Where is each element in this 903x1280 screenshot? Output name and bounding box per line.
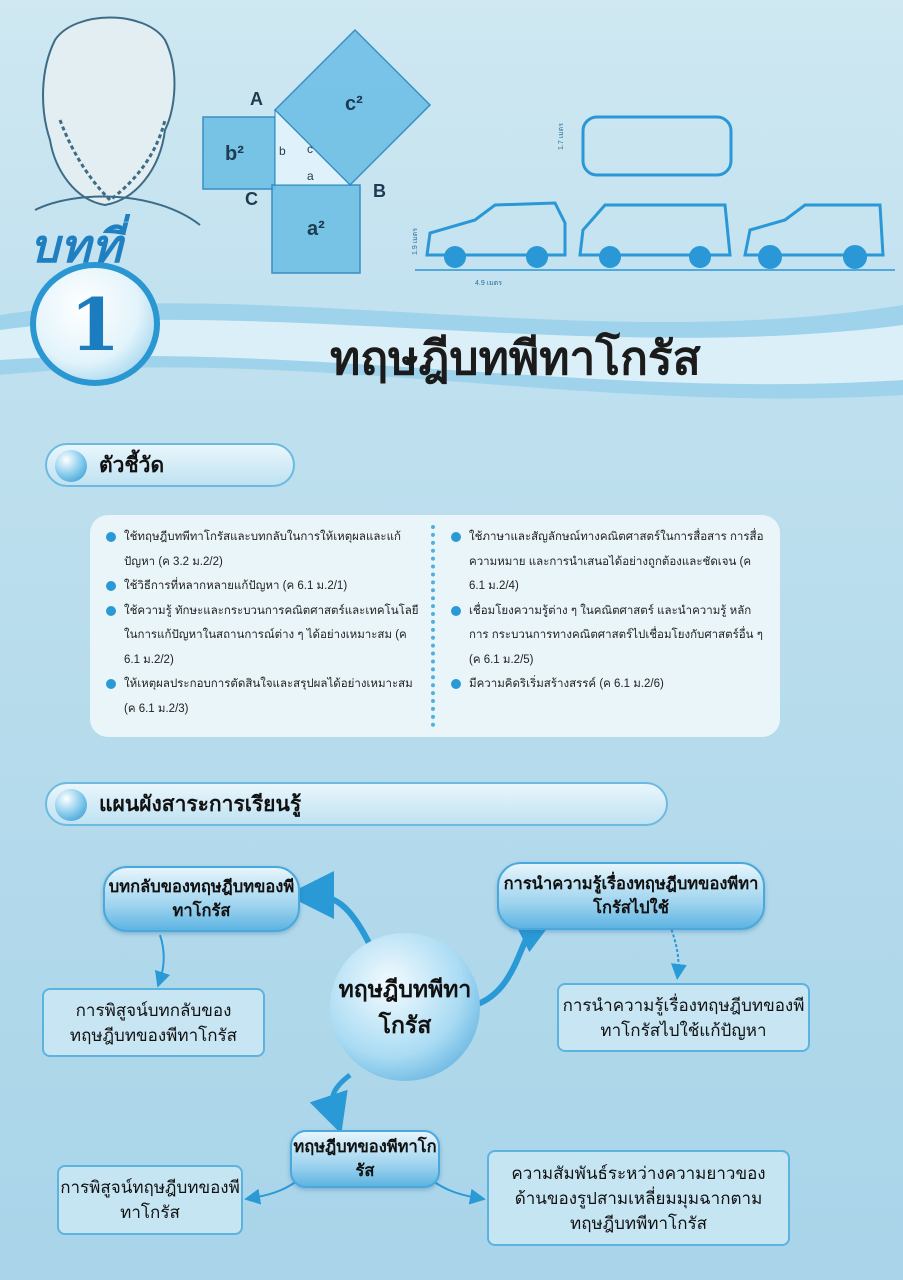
side-c-label: c: [307, 142, 313, 156]
indicator-item: ให้เหตุผลประกอบการตัดสินใจและสรุปผลได้อย…: [104, 672, 421, 721]
a-squared-label: a²: [307, 218, 325, 240]
height-label: 1.9 เมตร: [412, 228, 419, 255]
indicators-box: ใช้ทฤษฎีบทพีทาโกรัสและบทกลับในการให้เหตุ…: [90, 515, 780, 737]
bullet-ball-icon: [55, 450, 87, 482]
side-b-label: b: [279, 144, 286, 158]
indicator-item: มีความคิดริเริ่มสร้างสรรค์ (ค 6.1 ม.2/6): [449, 672, 766, 697]
indicator-item: ใช้ความรู้ ทักษะและกระบวนการคณิตศาสตร์แล…: [104, 599, 421, 673]
bullet-ball-icon: [55, 789, 87, 821]
page-title: ทฤษฎีบทพีทาโกรัส: [330, 332, 701, 384]
concept-map-heading: แผนผังสาระการเรียนรู้: [99, 792, 302, 816]
theorem-node: ทฤษฎีบทของพีทาโกรัส: [290, 1130, 440, 1188]
bullet-icon: [106, 581, 116, 591]
concept-hub-node: ทฤษฎีบทพีทาโกรัส: [330, 933, 480, 1081]
pythagoras-squares-diagram: A C B c² b² a² b c a: [202, 28, 432, 274]
indicator-item: เชื่อมโยงความรู้ต่าง ๆ ในคณิตศาสตร์ และน…: [449, 599, 766, 673]
application-detail-node: การนำความรู้เรื่องทฤษฎีบทของพีทาโกรัสไปใ…: [557, 983, 810, 1052]
dotted-divider: [431, 525, 435, 727]
c-squared-label: c²: [345, 93, 363, 115]
chapter-number-badge: 1: [30, 262, 160, 386]
indicator-item: ใช้ทฤษฎีบทพีทาโกรัสและบทกลับในการให้เหตุ…: [104, 525, 421, 574]
bullet-icon: [106, 679, 116, 689]
converse-proof-node: การพิสูจน์บทกลับของทฤษฎีบทของพีทาโกรัส: [42, 988, 265, 1057]
b-squared-label: b²: [225, 143, 244, 165]
indicators-right-column: ใช้ภาษาและสัญลักษณ์ทางคณิตศาสตร์ในการสื่…: [435, 525, 766, 727]
bullet-icon: [451, 532, 461, 542]
vertex-a-label: A: [250, 89, 263, 109]
vehicle-dimension-drawings: 1.7 เมตร 1.9 เมตร 4.9 เมตร: [412, 115, 895, 287]
theorem-proof-node: การพิสูจน์ทฤษฎีบทของพีทาโกรัส: [57, 1165, 243, 1235]
indicators-left-column: ใช้ทฤษฎีบทพีทาโกรัสและบทกลับในการให้เหตุ…: [104, 525, 435, 727]
pythagoras-bust-illustration: [34, 16, 201, 226]
indicators-section-header: ตัวชี้วัด: [45, 443, 295, 487]
indicator-item: ใช้วิธีการที่หลากหลายแก้ปัญหา (ค 6.1 ม.2…: [104, 574, 421, 599]
width-label: 1.7 เมตร: [558, 123, 565, 150]
bullet-icon: [106, 605, 116, 616]
indicators-heading: ตัวชี้วัด: [99, 453, 165, 477]
vertex-c-label: C: [245, 189, 258, 209]
converse-node: บทกลับของทฤษฎีบทของพีทาโกรัส: [103, 866, 300, 932]
wave-band: [0, 303, 903, 399]
theorem-relation-node: ความสัมพันธ์ระหว่างความยาวของด้านของรูปส…: [487, 1150, 790, 1246]
bullet-icon: [106, 532, 116, 542]
side-a-label: a: [307, 169, 314, 183]
concept-map-section-header: แผนผังสาระการเรียนรู้: [45, 782, 668, 826]
indicator-item: ใช้ภาษาและสัญลักษณ์ทางคณิตศาสตร์ในการสื่…: [449, 525, 766, 599]
bullet-icon: [451, 679, 461, 689]
vertex-b-label: B: [373, 181, 386, 201]
application-node: การนำความรู้เรื่องทฤษฎีบทของพีทาโกรัสไปใ…: [497, 862, 765, 930]
bullet-icon: [451, 605, 461, 616]
length-label: 4.9 เมตร: [475, 280, 502, 287]
